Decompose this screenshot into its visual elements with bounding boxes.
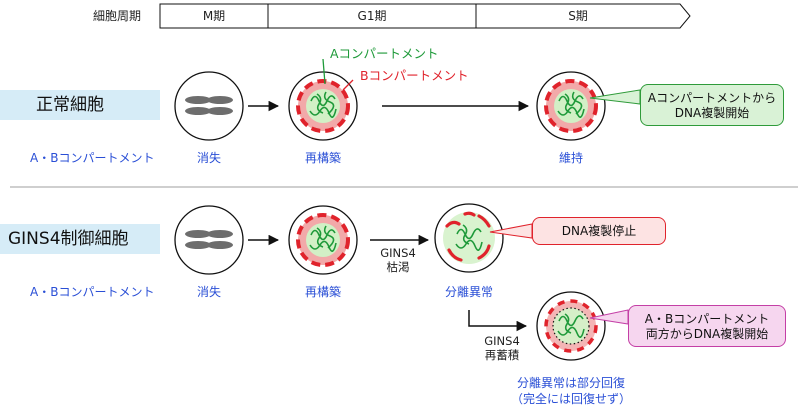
normal-stage-maintain: 維持 xyxy=(558,151,584,165)
nucleus-icon xyxy=(535,290,607,362)
nucleus-icon xyxy=(535,70,607,142)
dna-replication-stop-callout: DNA複製停止 xyxy=(532,217,666,245)
cell-cycle-label: 細胞周期 xyxy=(93,9,142,23)
replenish-line-2: 再蓄積 xyxy=(484,348,520,362)
normal-stage-disappear: 消失 xyxy=(196,151,222,165)
normal-stage-rebuild: 再構築 xyxy=(304,151,342,165)
restart-line-2: 両方からDNA複製開始 xyxy=(645,327,769,341)
depletion-line-2: 枯渇 xyxy=(386,260,410,274)
restart-line-1: A・Bコンパートメント xyxy=(644,312,770,326)
nucleus-icon xyxy=(287,70,359,142)
a-compartment-replication-callout: Aコンパートメントから DNA複製開始 xyxy=(640,84,784,126)
b-compartment-label: Bコンパートメント xyxy=(360,68,469,83)
chromosome-cluster-icon xyxy=(174,205,244,275)
recovery-line-1: 分離異常は部分回復 xyxy=(516,376,626,390)
both-compartment-replication-callout: A・Bコンパートメント 両方からDNA複製開始 xyxy=(628,305,786,347)
normal-cell-title: 正常細胞 xyxy=(0,90,160,120)
gins4-depletion-label: GINS4 枯渇 xyxy=(380,246,416,274)
depletion-line-1: GINS4 xyxy=(380,246,416,260)
phase-g1-label: G1期 xyxy=(357,9,387,23)
normal-row-label: A・Bコンパートメント xyxy=(30,151,155,165)
callout-line-2: DNA複製開始 xyxy=(674,106,750,120)
gins4-stage-disappear: 消失 xyxy=(196,285,222,299)
gins4-stage-abnormal: 分離異常 xyxy=(444,285,494,299)
nucleus-icon xyxy=(287,204,359,276)
gins4-cell-title: GINS4制御細胞 xyxy=(0,224,160,254)
replenish-line-1: GINS4 xyxy=(484,334,520,348)
a-compartment-label: Aコンパートメント xyxy=(330,46,439,61)
nucleus-icon xyxy=(433,202,505,274)
phase-m-label: M期 xyxy=(202,9,226,23)
chromosome-cluster-icon xyxy=(174,71,244,141)
callout-line-1: Aコンパートメントから xyxy=(647,91,777,105)
gins4-replenish-label: GINS4 再蓄積 xyxy=(484,334,520,362)
partial-recovery-note: 分離異常は部分回復 （完全には回復せず） xyxy=(511,375,631,407)
phase-s-label: S期 xyxy=(568,9,588,23)
right-arrow-icon xyxy=(468,310,528,332)
cell-cycle-timeline xyxy=(159,3,691,29)
recovery-line-2: （完全には回復せず） xyxy=(510,392,632,406)
gins4-row-label: A・Bコンパートメント xyxy=(30,285,155,299)
gins4-stage-rebuild: 再構築 xyxy=(304,285,342,299)
